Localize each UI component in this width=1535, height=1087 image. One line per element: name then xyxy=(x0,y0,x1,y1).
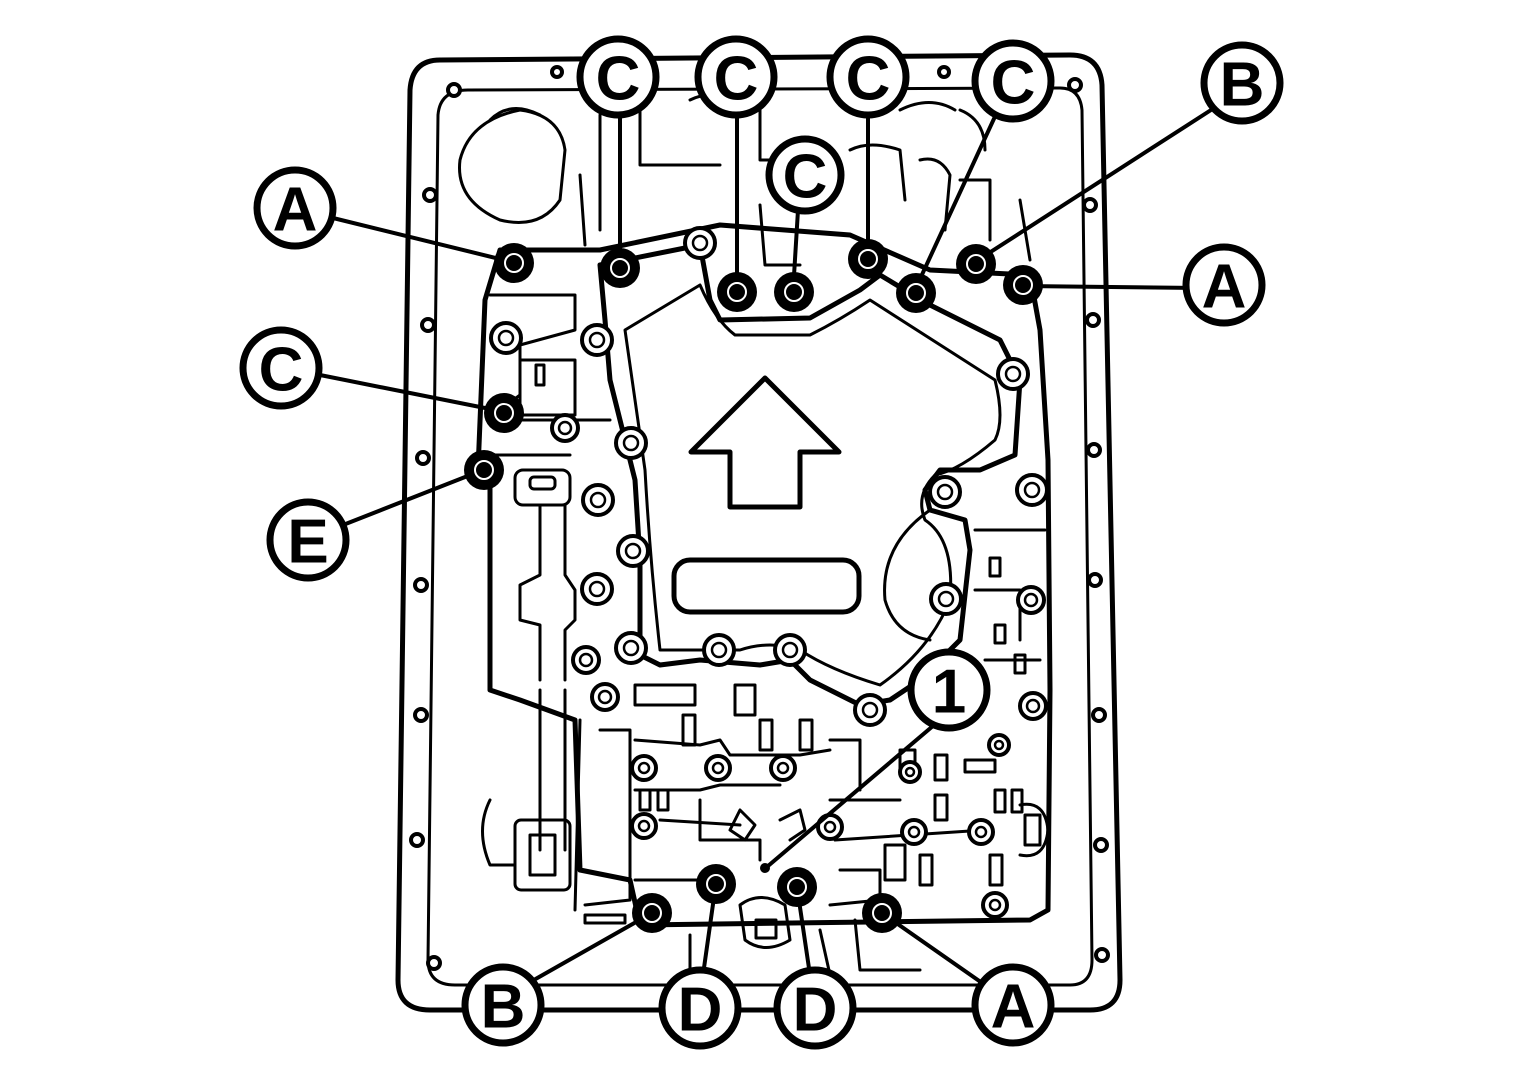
screw-15 xyxy=(996,357,1030,391)
screw-7 xyxy=(616,534,650,568)
screw-26 xyxy=(900,818,928,846)
plate-screws xyxy=(489,226,1049,919)
callout-label: A xyxy=(273,176,318,245)
callout-b-top: B xyxy=(1200,41,1284,125)
bolt-c6 xyxy=(484,393,524,433)
callout-c-top-2: C xyxy=(694,35,778,119)
called-out-bolts xyxy=(464,239,1043,933)
screw-11 xyxy=(590,682,620,712)
callout-c-top-1: C xyxy=(576,35,660,119)
screw-23 xyxy=(769,754,797,782)
callout-label: C xyxy=(846,45,891,114)
callout-c-left: C xyxy=(239,326,323,410)
bolt-c3 xyxy=(774,272,814,312)
screw-19 xyxy=(1016,585,1046,615)
callout-c-top-4: C xyxy=(971,39,1055,123)
screw-2 xyxy=(580,323,614,357)
callout-a-left: A xyxy=(253,166,337,250)
bolt-b2 xyxy=(632,893,672,933)
bolt-a3 xyxy=(862,893,902,933)
screw-1 xyxy=(683,226,717,260)
screw-8 xyxy=(580,572,614,606)
screw-5 xyxy=(614,426,648,460)
callout-label: D xyxy=(678,976,723,1045)
screw-22 xyxy=(704,754,732,782)
callout-label: E xyxy=(287,508,328,577)
bolt-d2 xyxy=(777,867,817,907)
callout-label: C xyxy=(259,336,304,405)
screw-4 xyxy=(550,413,580,443)
leader-lines xyxy=(318,108,1213,987)
callouts: C C C C C B A A xyxy=(239,35,1284,1050)
screw-29 xyxy=(987,733,1011,757)
screw-27 xyxy=(967,818,995,846)
screw-6 xyxy=(581,483,615,517)
bolt-c2 xyxy=(717,272,757,312)
callout-label: C xyxy=(783,143,828,212)
screw-18 xyxy=(929,582,963,616)
bolt-a2 xyxy=(1003,265,1043,305)
screw-30 xyxy=(898,760,922,784)
callout-label: C xyxy=(714,45,759,114)
screw-28 xyxy=(981,891,1009,919)
bolt-a1 xyxy=(494,243,534,283)
screw-24 xyxy=(630,812,658,840)
transmission-case xyxy=(395,52,1123,1013)
callout-label: A xyxy=(991,973,1036,1042)
callout-d-bottom-1: D xyxy=(658,966,742,1050)
callout-label: C xyxy=(991,49,1036,118)
callout-label: D xyxy=(793,976,838,1045)
bolt-c5 xyxy=(896,273,936,313)
bolt-d1 xyxy=(696,864,736,904)
callout-a-bottom: A xyxy=(971,963,1055,1047)
callout-label: B xyxy=(1220,51,1265,120)
callout-label: 1 xyxy=(932,658,966,727)
callout-a-right: A xyxy=(1182,243,1266,327)
case-internal-features xyxy=(458,93,1032,267)
screw-13 xyxy=(773,633,807,667)
callout-b-bottom: B xyxy=(461,963,545,1047)
callout-label: A xyxy=(1202,253,1247,322)
screw-21 xyxy=(630,754,658,782)
screw-3 xyxy=(489,321,523,355)
bolt-e1 xyxy=(464,450,504,490)
callout-label: C xyxy=(596,45,641,114)
screw-20 xyxy=(1018,691,1048,721)
bolt-b1 xyxy=(956,244,996,284)
callout-e-left: E xyxy=(266,498,350,582)
callout-d-bottom-2: D xyxy=(773,966,857,1050)
bolt-c1 xyxy=(600,248,640,288)
callout-part-1: 1 xyxy=(907,648,991,732)
bolt-c4 xyxy=(848,239,888,279)
screw-17 xyxy=(1015,473,1049,507)
callout-c-top-3: C xyxy=(826,35,910,119)
screw-14 xyxy=(853,693,887,727)
callout-label: B xyxy=(481,973,526,1042)
screw-10 xyxy=(571,645,601,675)
screw-9 xyxy=(614,631,648,665)
screw-16 xyxy=(928,475,962,509)
left-valves xyxy=(481,293,632,925)
screw-12 xyxy=(702,633,736,667)
callout-c-mid: C xyxy=(765,135,845,215)
